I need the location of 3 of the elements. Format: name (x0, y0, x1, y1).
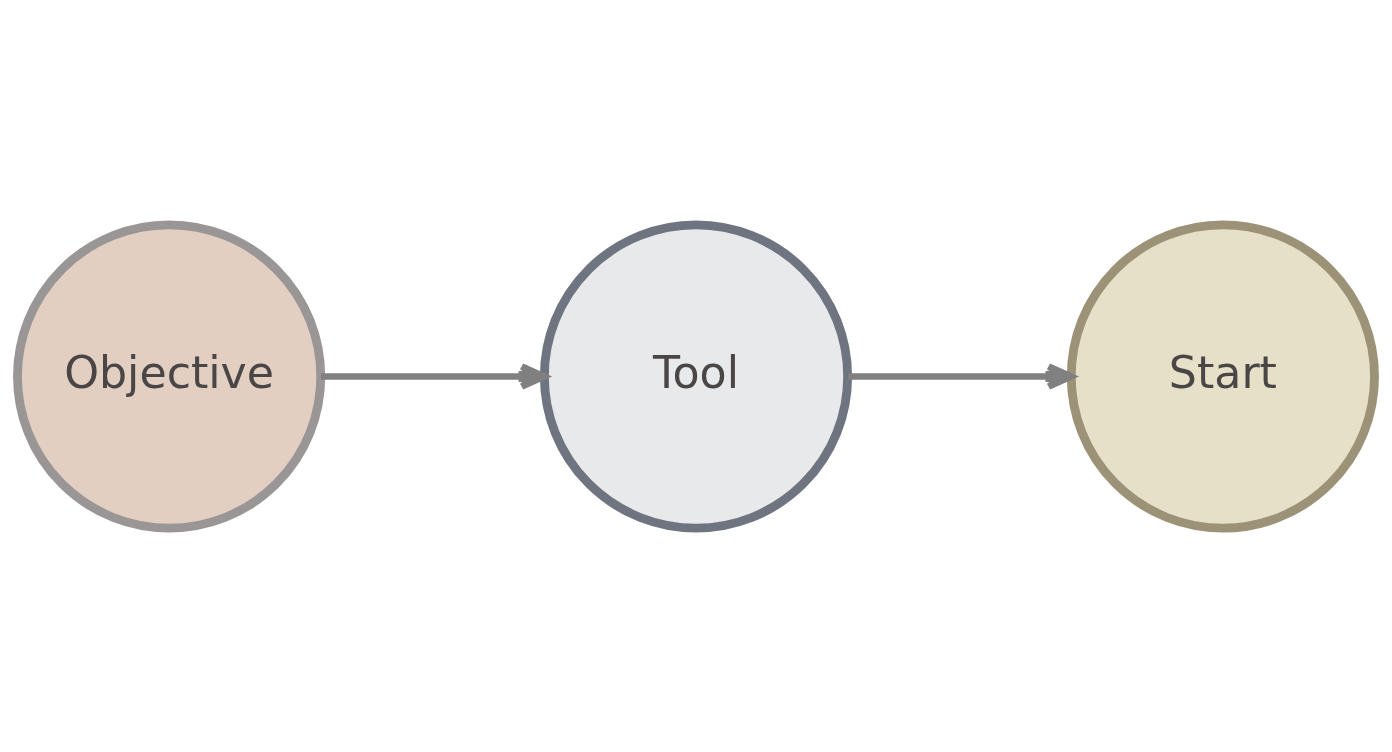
node-circle: Objective (13, 219, 326, 533)
node-circle: Start (1066, 219, 1379, 533)
node-circle: Tool (539, 219, 853, 533)
